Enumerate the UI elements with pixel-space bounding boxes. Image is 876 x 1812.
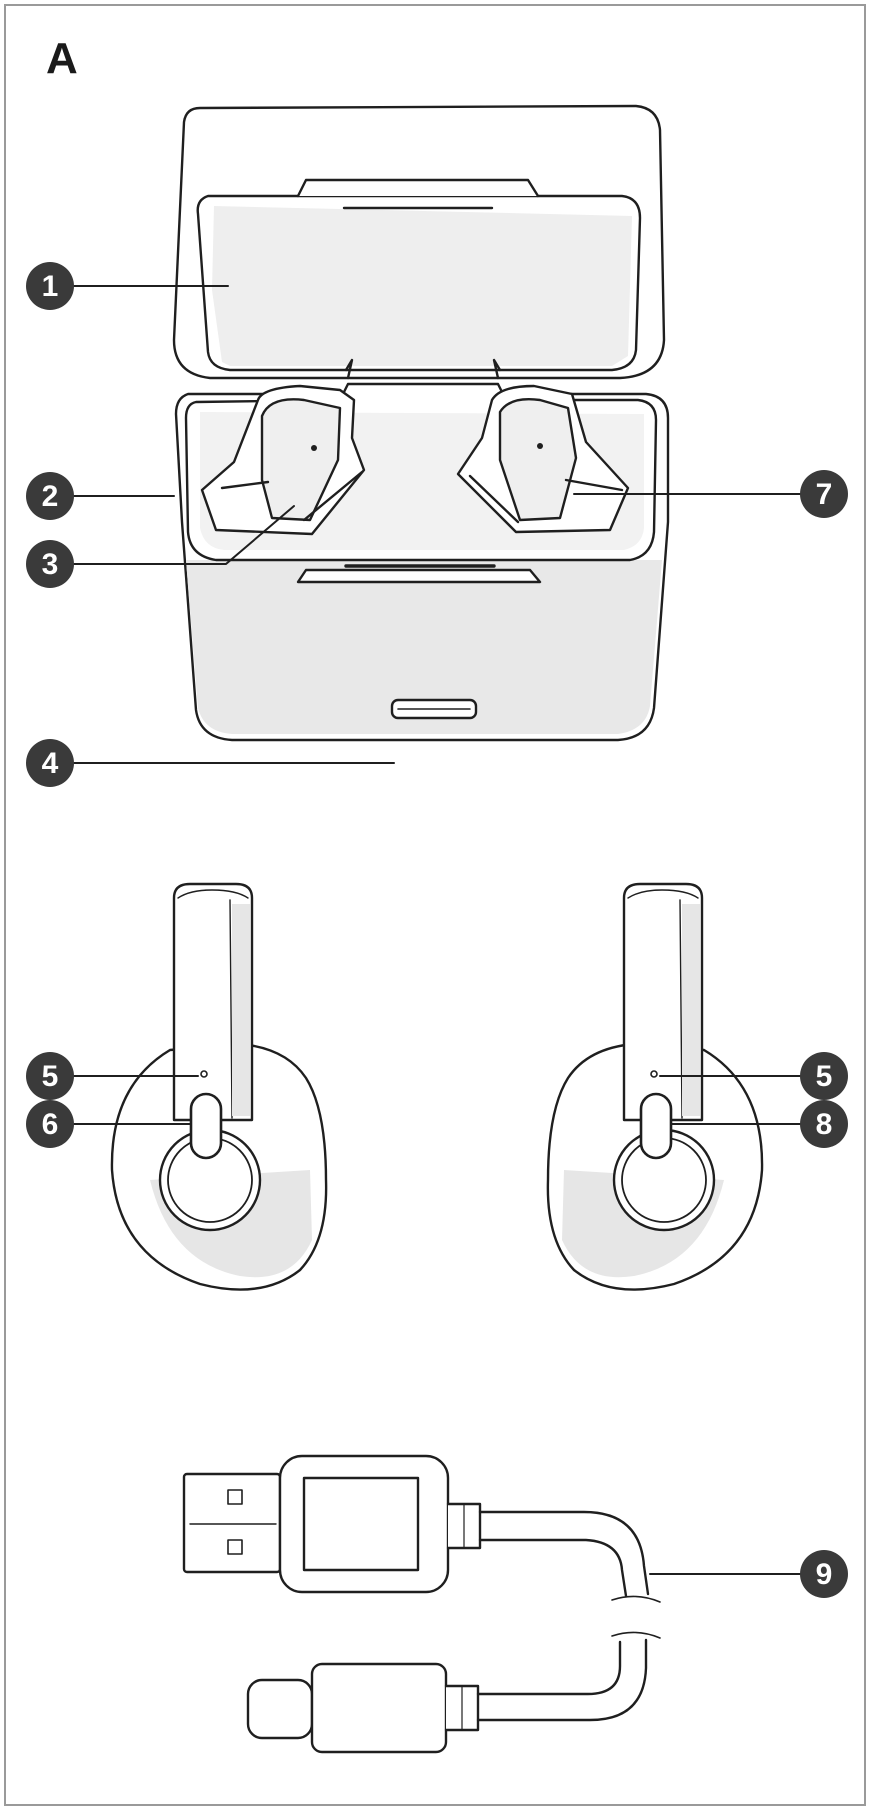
callout-2: 2 [26,472,74,520]
callout-9: 9 [800,1550,848,1598]
case-lid [174,106,664,378]
left-earbud [112,884,326,1290]
callout-6-label: 6 [42,1108,59,1141]
callout-9-label: 9 [816,1558,833,1591]
callout-7-label: 7 [816,478,833,511]
right-earbud [548,884,762,1290]
callout-4: 4 [26,739,74,787]
callout-6: 6 [26,1100,74,1148]
callout-8: 8 [800,1100,848,1148]
callout-4-label: 4 [42,747,59,780]
callout-5-left: 5 [26,1052,74,1100]
callout-1-label: 1 [42,270,59,303]
callout-7: 7 [800,470,848,518]
usb-cable [184,1456,660,1752]
callout-2-label: 2 [42,480,59,513]
callout-3: 3 [26,540,74,588]
callout-1: 1 [26,262,74,310]
callout-5-right-label: 5 [816,1060,833,1093]
callout-8-label: 8 [816,1108,833,1141]
callout-5-left-label: 5 [42,1060,59,1093]
callout-5-right: 5 [800,1052,848,1100]
callout-3-label: 3 [42,548,59,581]
